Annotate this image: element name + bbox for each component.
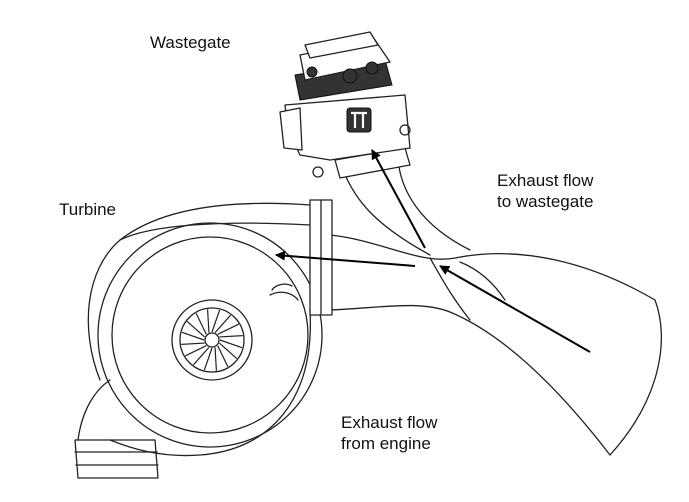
turbine-blade <box>206 309 210 333</box>
turbine-flange <box>309 199 333 316</box>
turbine-blade <box>192 346 210 366</box>
label-turbine: Turbine <box>59 200 117 219</box>
label-wastegate: Wastegate <box>150 33 231 52</box>
turbine-housing <box>74 202 323 479</box>
turbine-blade <box>181 342 205 346</box>
turbine-blade <box>219 334 243 338</box>
wastegate-branch-pipe <box>334 147 471 256</box>
label-line-2: to wastegate <box>497 192 594 211</box>
label-exhaust-to-wastegate: Exhaust flow to wastegate <box>497 170 593 212</box>
turbine-blade <box>217 323 239 335</box>
turbine-blade <box>217 345 229 367</box>
turbine-blade <box>214 314 232 334</box>
turbine-blade <box>219 339 243 349</box>
turbine-blade <box>214 347 218 371</box>
turbine-blade <box>195 313 207 335</box>
label-line-1: Exhaust flow <box>497 171 594 190</box>
arrow-engine-flow <box>439 265 591 353</box>
turbine-blade <box>211 309 221 333</box>
label-exhaust-from-engine: Exhaust flow from engine <box>341 412 437 454</box>
arrow-to-wastegate <box>371 149 426 249</box>
turbine-blade <box>181 331 205 341</box>
label-line-1: Exhaust flow <box>341 413 438 432</box>
exhaust-pipe <box>329 234 663 456</box>
turbine-blade <box>185 345 207 357</box>
turbine-wheel <box>171 299 253 381</box>
turbine-blade <box>203 347 213 371</box>
arrow-to-turbine <box>275 250 416 267</box>
flow-arrows <box>275 149 591 353</box>
turbine-blade <box>218 342 238 360</box>
label-line-2: from engine <box>341 434 431 453</box>
tial-logo-icon <box>346 107 372 133</box>
turbine-blade <box>186 320 206 338</box>
